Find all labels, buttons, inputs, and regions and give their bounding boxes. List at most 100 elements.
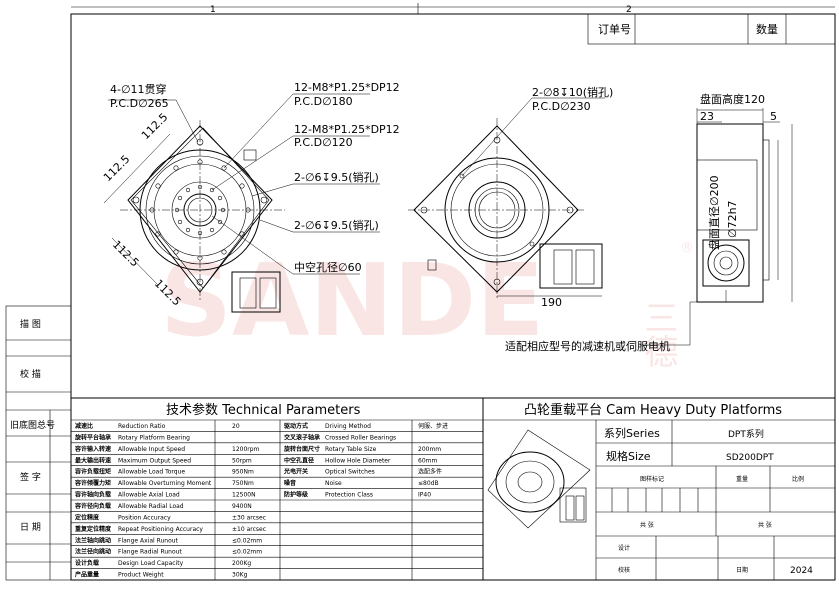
dim-1125-b: 112.5 xyxy=(139,111,170,142)
dim-72h7: ∅72h7 xyxy=(726,200,739,238)
param-name-en: Allowable Radial Load xyxy=(118,503,184,510)
year-value: 2024 xyxy=(790,566,813,576)
tech-table: 技术参数 Technical Parameters 减速比 Reduction R… xyxy=(70,397,484,581)
date-label: 日期 xyxy=(736,566,748,574)
param-name-en: Maximum Output Speed xyxy=(118,457,191,464)
note-pcd-120: P.C.D∅120 xyxy=(294,136,353,149)
watermark-latin: SANDE xyxy=(160,242,544,359)
signature-label: 签 字 xyxy=(20,471,41,483)
param-value: ≤80dB xyxy=(418,480,439,487)
param-name-cn: 旋转平台轴承 xyxy=(74,433,111,441)
param-name-en: Allowable Input Speed xyxy=(118,446,185,453)
left-revision-block: 描 图 校 描 旧底图总号 签 字 日 期 xyxy=(5,305,72,581)
param-name-cn: 减速比 xyxy=(75,422,93,430)
param-value: 950Nm xyxy=(232,469,254,476)
param-name-cn: 容许轴向负载 xyxy=(74,491,111,499)
param-value: 60mm xyxy=(418,457,437,464)
quantity-label: 数量 xyxy=(756,23,778,36)
order-number-label: 订单号 xyxy=(598,23,631,36)
mark-label: 图样标记 xyxy=(640,475,664,483)
back-view: 190 2-∅8↧10(销孔) P.C.D∅230 xyxy=(408,85,613,309)
param-value: 30Kg xyxy=(232,572,248,579)
param-name-cn: 容许倾覆力矩 xyxy=(74,479,111,487)
note-pcd-180: P.C.D∅180 xyxy=(294,95,353,108)
param-name-cn: 法兰径向跳动 xyxy=(75,548,111,556)
proof-label: 校 描 xyxy=(20,368,41,380)
zone-1-label: 1 xyxy=(210,5,216,15)
param-name-cn: 重复定位精度 xyxy=(75,525,112,533)
param-value: ≤0.02mm xyxy=(232,549,262,556)
date-side-label: 日 期 xyxy=(20,522,41,533)
param-value: ≤0.02mm xyxy=(232,537,262,544)
param-name-cn: 防护等级 xyxy=(284,491,308,499)
note-pcd-230: P.C.D∅230 xyxy=(532,100,591,113)
param-name-en: Position Accuracy xyxy=(118,514,171,521)
param-name-en: Allowable Overturning Moment xyxy=(118,480,212,487)
param-value: 1200rpm xyxy=(232,446,260,453)
param-value: IP40 xyxy=(418,492,431,499)
param-name-en: Flange Radial Runout xyxy=(118,549,182,556)
dim-5: 5 xyxy=(770,110,777,123)
param-name-en: Hollow Hole Diameter xyxy=(325,457,391,464)
series-value: DPT系列 xyxy=(728,428,764,440)
param-name-cn: 噪音 xyxy=(284,479,296,487)
dim-height-120: 盘面高度120 xyxy=(700,92,765,106)
param-name-cn: 最大输出转速 xyxy=(75,456,111,464)
zone-2-label: 2 xyxy=(626,5,632,15)
dim-23: 23 xyxy=(700,110,714,123)
note-m8-180: 12-M8*P1.25*DP12 xyxy=(294,81,400,94)
watermark-registered: ® xyxy=(680,240,694,256)
param-value: 选配多件 xyxy=(418,468,442,476)
param-name-cn: 容许输入转速 xyxy=(74,445,111,453)
param-value: 20 xyxy=(232,423,240,430)
param-value: ±30 arcsec xyxy=(232,514,266,521)
dim-diameter-200: 盘面直径∅200 xyxy=(707,175,721,250)
param-value: ±10 arcsec xyxy=(232,526,266,533)
param-value: 200Kg xyxy=(232,560,251,567)
series-label: 系列Series xyxy=(604,426,660,440)
param-name-en: Driving Method xyxy=(325,423,371,430)
old-drawing-no-label: 旧底图总号 xyxy=(10,419,55,431)
order-box: 订单号 数量 xyxy=(587,13,836,45)
param-value: 9400N xyxy=(232,503,252,510)
param-name-en: Noise xyxy=(325,480,342,487)
param-name-cn: 容许径向负载 xyxy=(74,502,111,510)
param-value: 12500N xyxy=(232,492,256,499)
note-m8-120: 12-M8*P1.25*DP12 xyxy=(294,123,400,136)
param-name-en: Repeat Positioning Accuracy xyxy=(118,526,203,533)
param-name-cn: 旋转台面尺寸 xyxy=(283,445,320,453)
size-value: SD200DPT xyxy=(726,453,774,463)
param-name-en: Rotary Table Size xyxy=(325,446,377,453)
param-name-cn: 产品重量 xyxy=(75,571,99,579)
param-name-en: Rotary Platform Bearing xyxy=(118,434,190,441)
product-title: 凸轮重载平台 Cam Heavy Duty Platforms xyxy=(524,402,782,418)
note-pin-8: 2-∅8↧10(销孔) xyxy=(532,85,613,99)
param-name-cn: 驱动方式 xyxy=(284,422,308,430)
design-label: 设计 xyxy=(618,544,630,552)
motor-note: 适配相应型号的减速机或伺服电机 xyxy=(505,339,670,353)
dim-1125-c: 112.5 xyxy=(110,238,141,269)
param-name-cn: 交叉滚子轴承 xyxy=(284,433,320,441)
side-view: 盘面高度120 23 5 盘面直径∅200 ∅72h7 适配相应型号的减速机或伺… xyxy=(505,92,793,353)
title-block: 凸轮重载平台 Cam Heavy Duty Platforms 系列Series… xyxy=(482,397,836,581)
param-name-en: Design Load Capacity xyxy=(118,560,184,567)
param-name-cn: 光电开关 xyxy=(283,468,308,476)
param-name-en: Product Weight xyxy=(118,572,164,579)
param-value: 200mm xyxy=(418,446,441,453)
ratio-label: 比例 xyxy=(792,475,804,483)
param-name-en: Optical Switches xyxy=(325,469,375,476)
param-name-cn: 定位精度 xyxy=(74,513,100,521)
tech-title: 技术参数 Technical Parameters xyxy=(166,402,361,418)
weight-label: 重量 xyxy=(736,475,748,483)
note-pin-hole-2: 2-∅6↧9.5(销孔) xyxy=(294,218,379,232)
watermark-cn: 三德 xyxy=(638,300,678,368)
param-value: 750Nm xyxy=(232,480,254,487)
check-label: 校核 xyxy=(618,566,630,574)
trace-label: 描 图 xyxy=(20,318,41,330)
param-name-en: Allowable Axial Load xyxy=(118,492,180,499)
param-name-en: Reduction Ratio xyxy=(118,423,166,430)
dim-190: 190 xyxy=(541,296,562,309)
param-name-en: Flange Axial Runout xyxy=(118,537,179,544)
